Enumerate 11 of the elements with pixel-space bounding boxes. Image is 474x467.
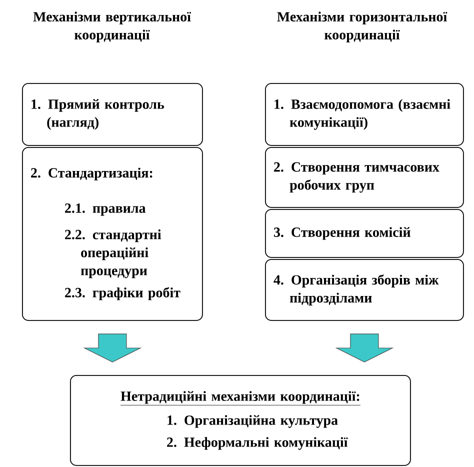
text-box: 2. Створення тимчасових робочих груп [265,147,464,208]
text-box: Нетрадиційні механізми координації: 1. Організаційна культура 2. Неформальні комунікації [70,375,411,466]
column-heading: Механізми горизонтальної координації [277,12,448,42]
text-box: 3. Створення комісій [265,209,464,258]
block-arrow [335,334,394,362]
column-heading: Механізми вертикальної координації [33,12,192,42]
text-box: 1. Взаємодопомога (взаємні комунікації) [265,83,464,146]
text-box: 2. Стандартизація: 2.1. правила 2.2. стандартні операційні процедури 2.3. графіки робіт [22,147,203,321]
block-arrow [83,334,142,362]
text-box: 4. Організація зборів між підрозділами [265,259,464,321]
text-box: 1. Прямий контроль (нагляд) [22,83,203,146]
